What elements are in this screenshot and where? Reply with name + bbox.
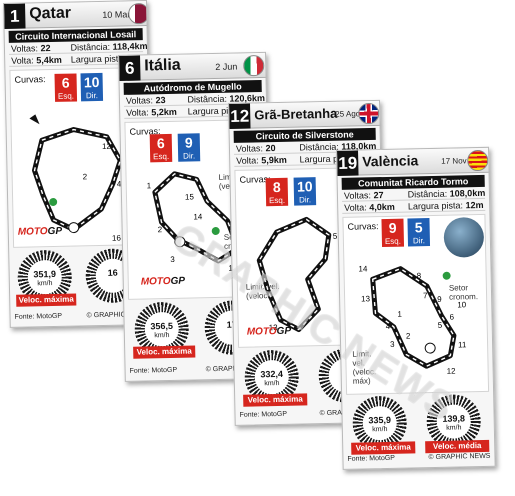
- track-svg: 5 13: [256, 216, 338, 332]
- qatar-flag-icon: [128, 2, 150, 25]
- race-date: 25 Ago: [335, 109, 361, 119]
- card-valencia: 19 València 17 Nov Comunitat Ricardo Tor…: [336, 146, 496, 470]
- turn-number: 3: [390, 340, 395, 349]
- card-qatar: 1 Qatar 10 Mar Circuito Internacional Lo…: [3, 0, 154, 328]
- turn-number: 6: [449, 313, 454, 322]
- turn-number: 2: [83, 172, 88, 181]
- turn-number: 12: [102, 142, 112, 151]
- round-number: 19: [337, 150, 359, 176]
- turn-number: 2: [158, 225, 163, 234]
- round-number: 1: [4, 3, 26, 29]
- turn-number: 14: [358, 264, 368, 273]
- card-header: 12 Grã-Bretanha 25 Ago: [229, 100, 380, 129]
- max-speed-label: Veloc. máxima: [351, 441, 416, 455]
- turn-number: 1: [397, 310, 402, 319]
- round-number: 6: [119, 55, 141, 81]
- turn-number: 7: [423, 291, 428, 300]
- turn-number: 2: [406, 331, 411, 340]
- avg-speed-label: Veloc. média: [425, 439, 490, 454]
- uk-flag-icon: [358, 102, 380, 125]
- card-header: 19 València 17 Nov: [337, 147, 489, 176]
- turn-number: 8: [417, 271, 422, 280]
- card-header: 6 Itália 2 Jun: [119, 52, 266, 81]
- turn-number: 16: [112, 234, 122, 243]
- race-date: 10 Mar: [102, 9, 131, 20]
- motogp-logo: MOTOGP: [17, 225, 63, 238]
- turn-number: 10: [457, 300, 467, 309]
- track-svg: 2 4 12 16: [29, 114, 123, 243]
- turn-number: 5: [333, 232, 338, 241]
- motogp-logo: MOTOGP: [140, 275, 186, 288]
- race-date: 17 Nov: [441, 156, 467, 166]
- turn-number: 9: [437, 295, 442, 304]
- country-name: Itália: [144, 56, 181, 75]
- round-number: 12: [229, 103, 251, 129]
- max-speed-label: Veloc. máxima: [243, 393, 308, 407]
- turn-number: 12: [447, 367, 457, 376]
- country-name: Grã-Bretanha: [254, 105, 338, 123]
- turn-number: 13: [269, 323, 279, 332]
- turn-number: 3: [170, 255, 175, 264]
- card-footer: Fonte: MotoGP© GRAPHIC NEWS: [347, 452, 491, 463]
- turn-number: 11: [458, 340, 467, 349]
- turn-number: 14: [193, 212, 203, 221]
- country-name: Qatar: [29, 4, 72, 23]
- country-name: València: [362, 152, 419, 170]
- turn-number: 15: [185, 192, 195, 201]
- max-speed-label: Veloc. máxima: [16, 293, 77, 307]
- race-date: 2 Jun: [215, 61, 238, 72]
- card-header: 1 Qatar 10 Mar: [4, 1, 150, 29]
- track-svg: 1 2 3 4 5 6 7 8 9 10 11 12 13 14: [358, 264, 467, 376]
- card-uk: 12 Grã-Bretanha 25 Ago Circuito de Silve…: [228, 99, 387, 426]
- turn-number: 4: [117, 180, 122, 189]
- turn-number: 4: [386, 322, 391, 331]
- turn-number: 13: [361, 294, 371, 303]
- turn-number: 1: [147, 181, 152, 190]
- valencia-flag-icon: [467, 149, 489, 172]
- italy-flag-icon: [243, 54, 265, 77]
- turn-number: 5: [438, 321, 443, 330]
- max-speed-label: Veloc. máxima: [133, 345, 196, 359]
